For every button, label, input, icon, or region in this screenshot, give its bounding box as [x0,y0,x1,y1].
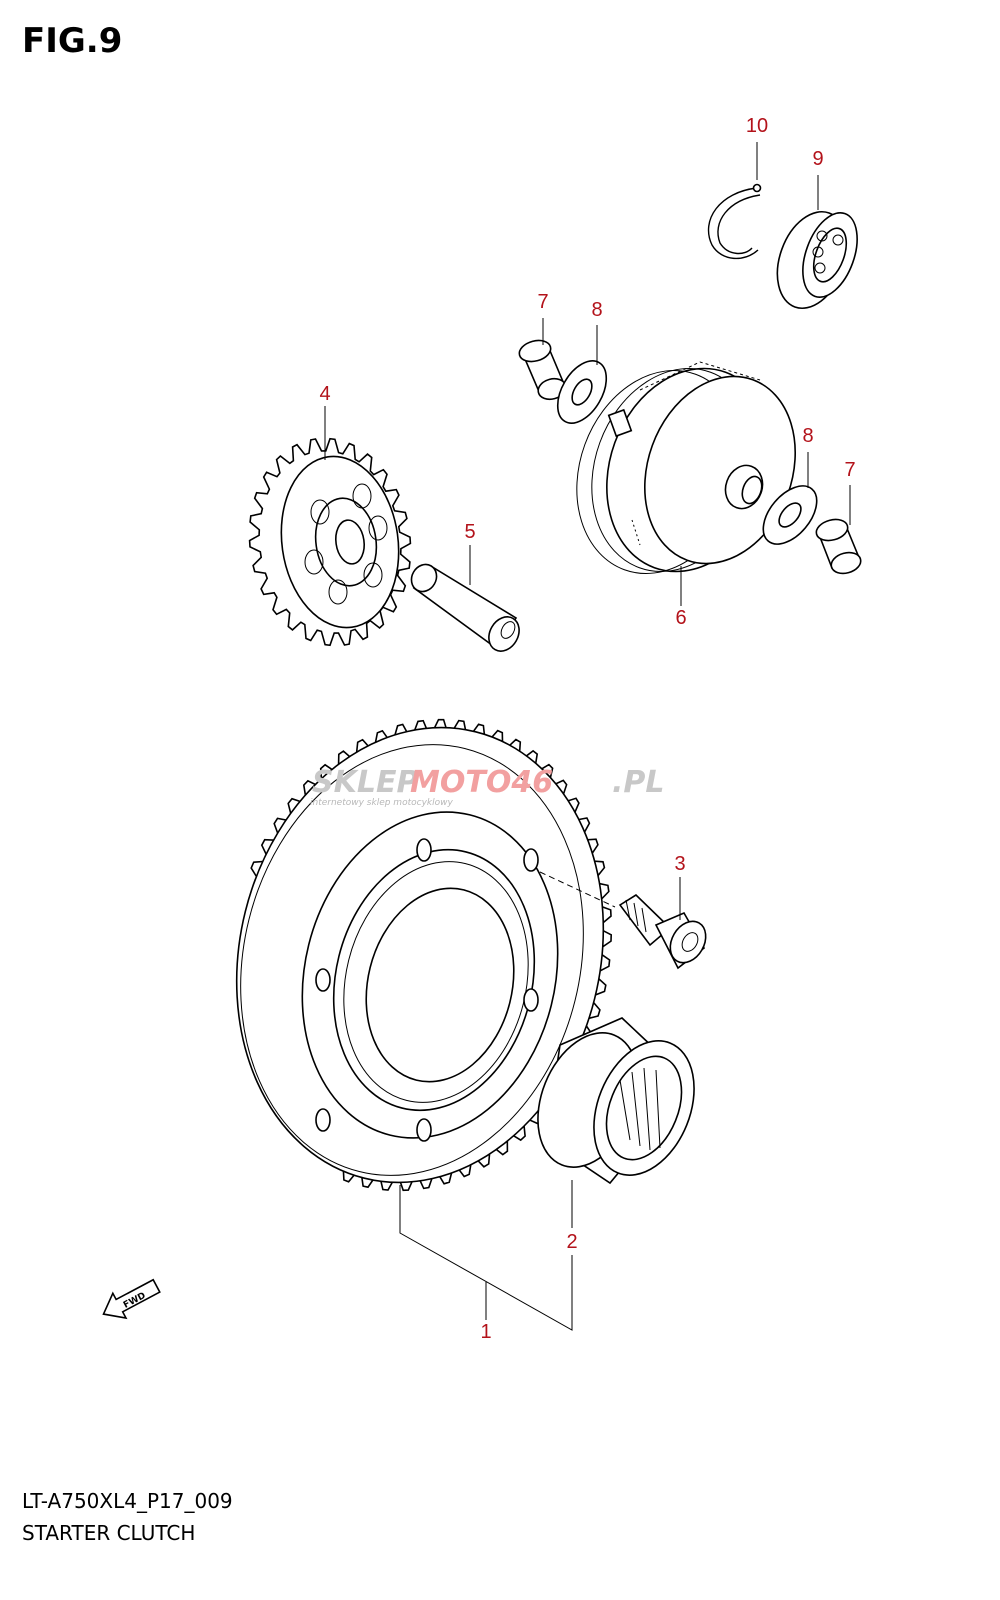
model-code: LT-A750XL4_P17_009 [22,1489,233,1513]
washer-part-right [762,485,818,545]
needle-bearing-part [537,1017,695,1185]
socket-bolt-part [618,893,707,970]
callout-7-top: 7 [537,291,548,313]
figure-title: FIG.9 [22,21,122,61]
watermark-brand-right: MOTO46 [410,765,553,800]
washer-part-top [556,360,608,424]
bearing-part [776,210,858,310]
callout-4: 4 [319,383,330,405]
leader-lines [324,142,851,1331]
bushing-part-right [815,518,862,575]
callout-7-right: 7 [844,459,855,481]
idle-gear-part [248,437,412,647]
circlip-part [707,183,762,260]
bushing-part-top [518,339,567,401]
gear-shaft-part [410,563,520,652]
callout-5: 5 [464,521,475,543]
watermark-tagline: internetowy sklep motocyklowy [310,798,453,808]
callout-8-top: 8 [591,299,602,321]
watermark-brand-left: SKLEP [312,765,418,800]
callout-3: 3 [674,853,685,875]
callout-labels: 10 9 7 8 4 5 8 7 6 3 2 1 [319,115,855,1343]
watermark: SKLEP MOTO46 .PL internetowy sklep motoc… [310,765,665,808]
callout-8-right: 8 [802,425,813,447]
starter-clutch-part [235,718,613,1192]
callout-2: 2 [566,1231,577,1253]
watermark-brand-suffix: .PL [612,765,665,800]
callout-9: 9 [812,148,823,170]
fwd-arrow-icon: FWD [102,1278,161,1320]
callout-6: 6 [675,607,686,629]
callout-10: 10 [746,115,768,137]
driven-gear-part [576,361,797,574]
figure-caption: STARTER CLUTCH [22,1521,195,1545]
callout-1: 1 [480,1321,491,1343]
